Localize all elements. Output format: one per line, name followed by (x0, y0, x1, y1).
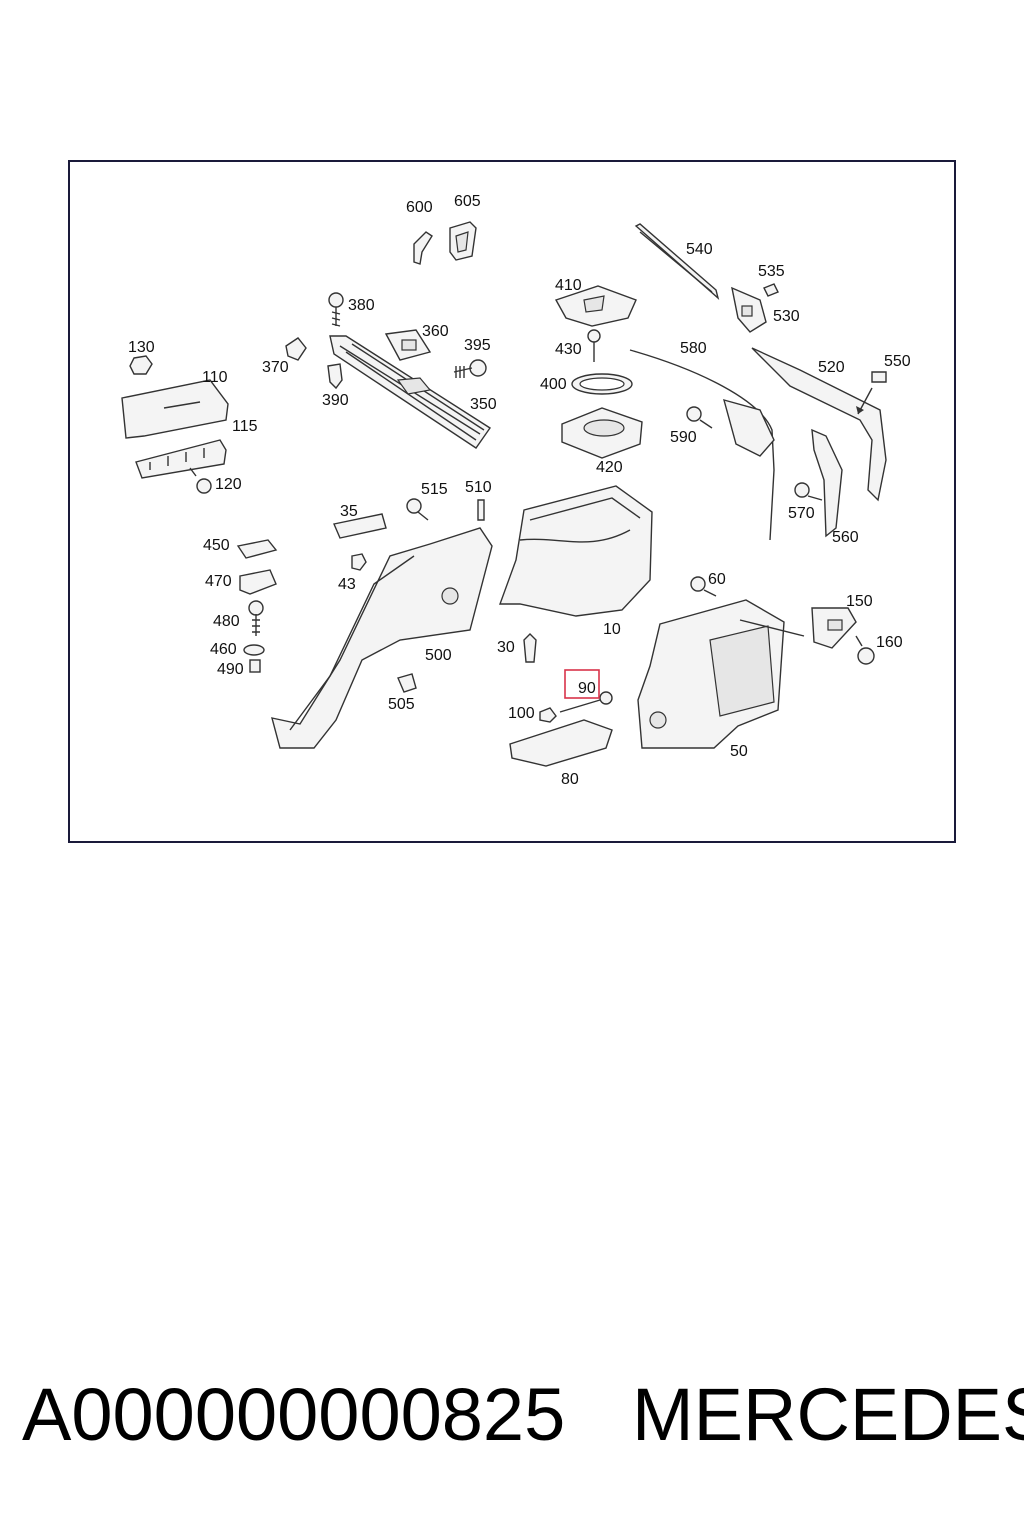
callout-label: 410 (555, 277, 582, 294)
part-150 (811, 607, 857, 649)
part-60 (690, 576, 717, 597)
part-515 (406, 498, 429, 521)
callout-label: 505 (388, 696, 415, 713)
part-100 (539, 707, 557, 723)
part-530 (731, 286, 767, 333)
callout-label: 60 (708, 571, 726, 588)
part-160 (855, 635, 875, 665)
part-450 (236, 539, 278, 559)
callout-label: 500 (425, 647, 452, 664)
callout-label: 560 (832, 529, 859, 546)
part-535 (763, 283, 779, 297)
callout-label: 50 (730, 743, 748, 760)
part-560 (811, 428, 843, 538)
callout-label: 360 (422, 323, 449, 340)
callout-label: 420 (596, 459, 623, 476)
part-480 (248, 600, 264, 636)
part-350 (329, 335, 491, 449)
callout-label: 600 (406, 199, 433, 216)
part-510 (477, 499, 485, 521)
part-115 (135, 439, 227, 479)
part-number: A000000000825 (22, 1373, 566, 1456)
callout-label: 100 (508, 705, 535, 722)
part-600 (413, 231, 433, 265)
part-90 (599, 691, 613, 705)
callout-label: 530 (773, 308, 800, 325)
part-390 (327, 363, 343, 390)
callout-label: 10 (603, 621, 621, 638)
callout-label: 43 (338, 576, 356, 593)
part-540 (634, 223, 720, 301)
part-500 (271, 527, 493, 749)
part-410 (554, 285, 637, 327)
part-590 (686, 406, 713, 429)
part-570 (794, 482, 823, 501)
callout-label: 390 (322, 392, 349, 409)
part-370 (285, 337, 307, 361)
diagram-frame (68, 160, 956, 843)
part-130 (129, 355, 153, 375)
part-50 (637, 599, 805, 749)
part-110 (121, 379, 229, 439)
callout-label: 470 (205, 573, 232, 590)
callout-label: 115 (232, 418, 258, 435)
highlight-box (564, 669, 600, 699)
callout-label: 350 (470, 396, 497, 413)
part-120 (189, 467, 212, 494)
callout-label: 510 (465, 479, 492, 496)
part-400 (571, 373, 633, 395)
callout-label: 120 (215, 476, 242, 493)
callout-label: 460 (210, 641, 237, 658)
callout-label: 380 (348, 297, 375, 314)
callout-label: 35 (340, 503, 358, 520)
callout-label: 535 (758, 263, 785, 280)
part-470 (239, 569, 277, 595)
callout-label: 550 (884, 353, 911, 370)
callout-label: 515 (421, 481, 448, 498)
part-430 (587, 329, 601, 362)
part-520 (751, 347, 887, 502)
brand-name: MERCEDES (632, 1373, 1024, 1456)
part-30 (523, 633, 537, 663)
part-490 (249, 659, 261, 673)
callout-label: 580 (680, 340, 707, 357)
part-80 (509, 699, 613, 767)
part-380 (328, 292, 344, 327)
callout-label: 370 (262, 359, 289, 376)
part-360 (384, 329, 432, 361)
part-43 (351, 553, 367, 571)
callout-label: 480 (213, 613, 240, 630)
part-550 (856, 371, 887, 415)
callout-label: 590 (670, 429, 697, 446)
callout-label: 450 (203, 537, 230, 554)
callout-label: 30 (497, 639, 515, 656)
part-35 (333, 513, 387, 539)
part-395 (453, 359, 487, 378)
callout-label: 540 (686, 241, 713, 258)
callout-label: 130 (128, 339, 155, 356)
callout-label: 605 (454, 193, 481, 210)
callout-label: 400 (540, 376, 567, 393)
callout-label-highlighted: 90 (578, 680, 596, 697)
callout-labels: 600 605 540 535 530 380 360 395 410 430 … (128, 193, 911, 788)
callout-label: 490 (217, 661, 244, 678)
callout-label: 570 (788, 505, 815, 522)
callout-label: 80 (561, 771, 579, 788)
part-605 (449, 221, 477, 261)
callout-label: 520 (818, 359, 845, 376)
callout-label: 395 (464, 337, 491, 354)
callout-label: 110 (202, 369, 228, 386)
part-580 (629, 349, 775, 541)
callout-label: 150 (846, 593, 873, 610)
part-10 (499, 485, 653, 617)
callout-label: 430 (555, 341, 582, 358)
callout-label: 160 (876, 634, 903, 651)
part-505 (397, 673, 417, 693)
part-420 (561, 407, 643, 459)
part-460 (243, 644, 265, 656)
